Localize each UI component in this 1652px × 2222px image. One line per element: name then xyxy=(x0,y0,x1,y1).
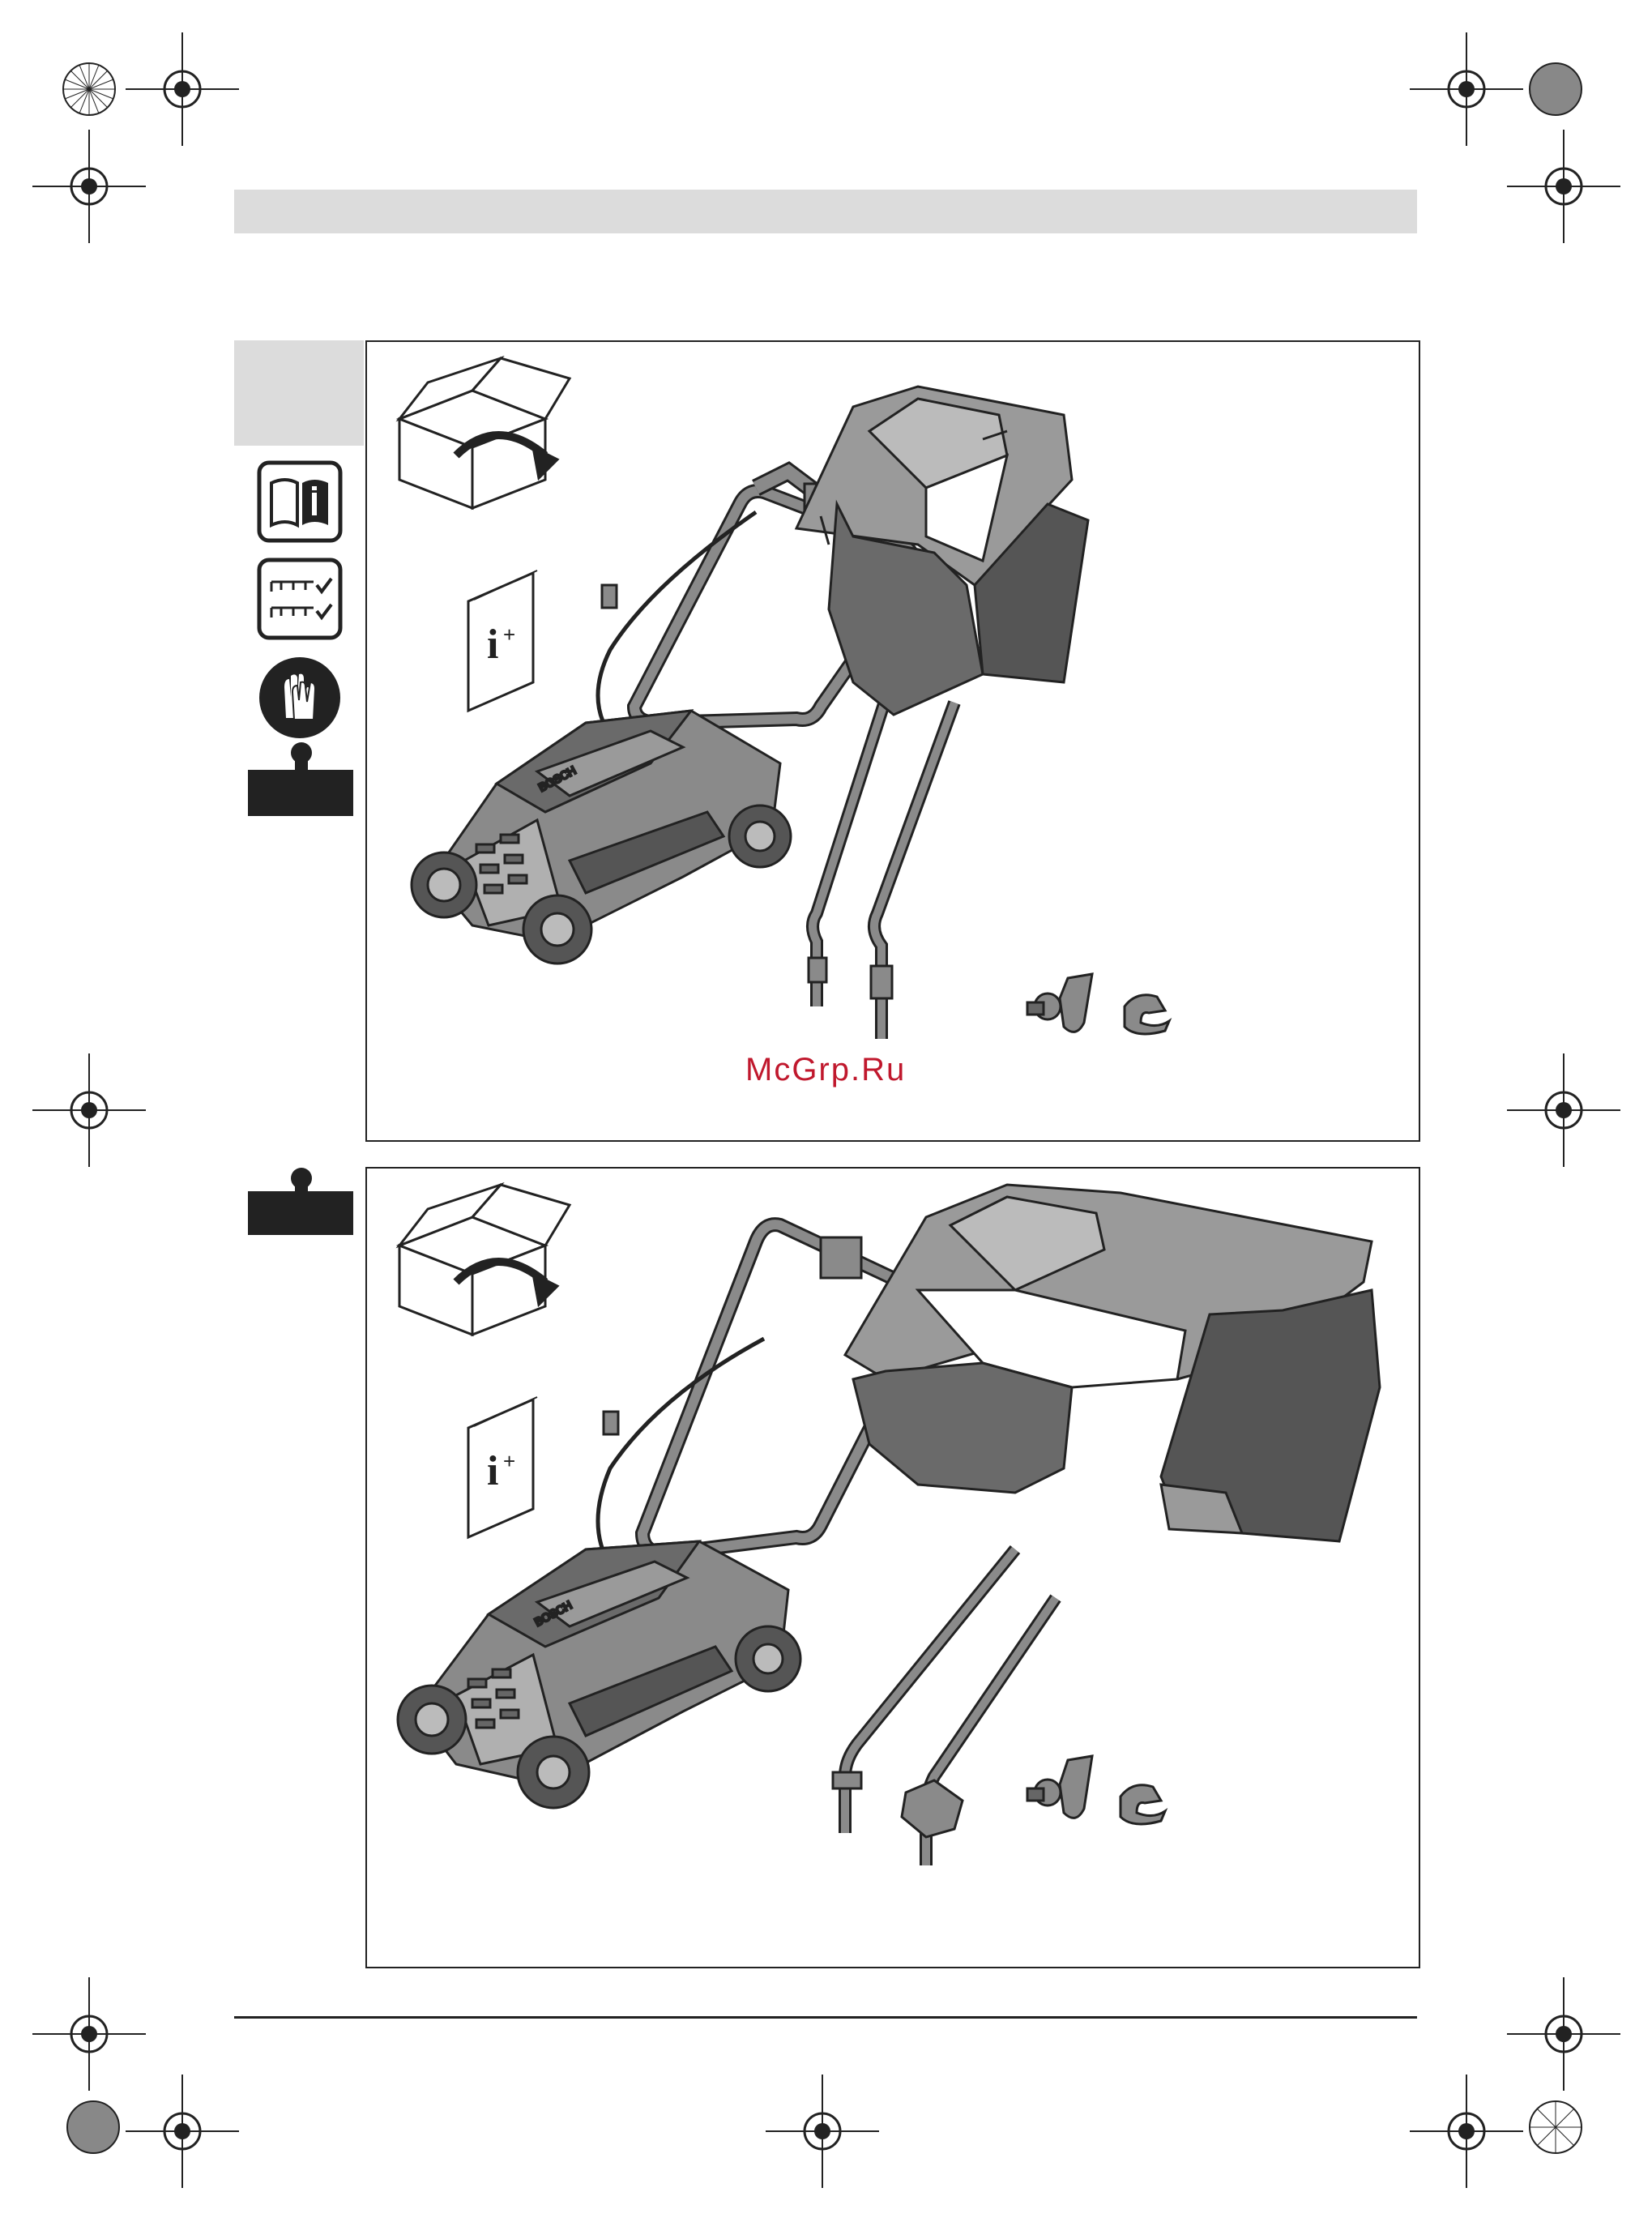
grass-box-illustration xyxy=(796,387,1088,715)
side-tab xyxy=(234,340,364,446)
weight-icon-upper xyxy=(248,741,353,816)
lawn-mower-illustration: BOSCH xyxy=(398,1541,800,1808)
svg-text:i: i xyxy=(487,1448,498,1494)
header-band xyxy=(234,190,1417,233)
open-box-icon xyxy=(399,1185,570,1335)
lawn-mower-illustration: BOSCH xyxy=(412,711,791,964)
wear-gloves-icon xyxy=(257,655,343,741)
panel-1-illustrations: i + BOSCH xyxy=(367,342,1419,1140)
clip-illustration xyxy=(1121,1785,1165,1824)
registration-mark-right-upper xyxy=(1507,130,1620,243)
registration-mark-br xyxy=(1499,2070,1612,2184)
parts-checklist-icon xyxy=(257,558,343,640)
open-box-icon xyxy=(399,358,570,508)
cable-clamp-illustration xyxy=(1027,974,1092,1032)
registration-mark-right-mid xyxy=(1507,1053,1620,1167)
registration-mark-top-left-cross xyxy=(126,32,239,146)
footer-rule xyxy=(234,2016,1417,2019)
panel-2: i + BOSCH xyxy=(365,1167,1420,1968)
watermark-text: McGrp.Ru xyxy=(745,1052,906,1088)
lower-handle-tubes-illustration xyxy=(809,686,954,1039)
registration-mark-left-mid xyxy=(32,1053,146,1167)
registration-mark-bottom-left-cross xyxy=(126,2075,239,2188)
panel-2-illustrations: i + BOSCH xyxy=(367,1169,1419,1967)
clip-illustration xyxy=(1125,995,1169,1034)
panel-1: i + BOSCH xyxy=(365,340,1420,1142)
svg-text:+: + xyxy=(503,622,515,647)
lower-handle-tubes-illustration xyxy=(833,1549,1056,1865)
weight-icon-lower xyxy=(248,1167,353,1235)
registration-mark-bottom-center-cross xyxy=(766,2075,879,2188)
grass-box-illustration xyxy=(845,1185,1380,1541)
info-booklet-icon: i + xyxy=(468,570,537,711)
info-booklet-icon: i + xyxy=(468,1397,537,1537)
svg-text:i: i xyxy=(487,622,498,668)
registration-mark-left-upper xyxy=(32,130,146,243)
registration-mark-tr-dot xyxy=(1499,32,1612,146)
cable-clamp-illustration xyxy=(1027,1756,1092,1818)
read-manual-icon xyxy=(257,460,343,543)
svg-text:+: + xyxy=(503,1449,515,1473)
